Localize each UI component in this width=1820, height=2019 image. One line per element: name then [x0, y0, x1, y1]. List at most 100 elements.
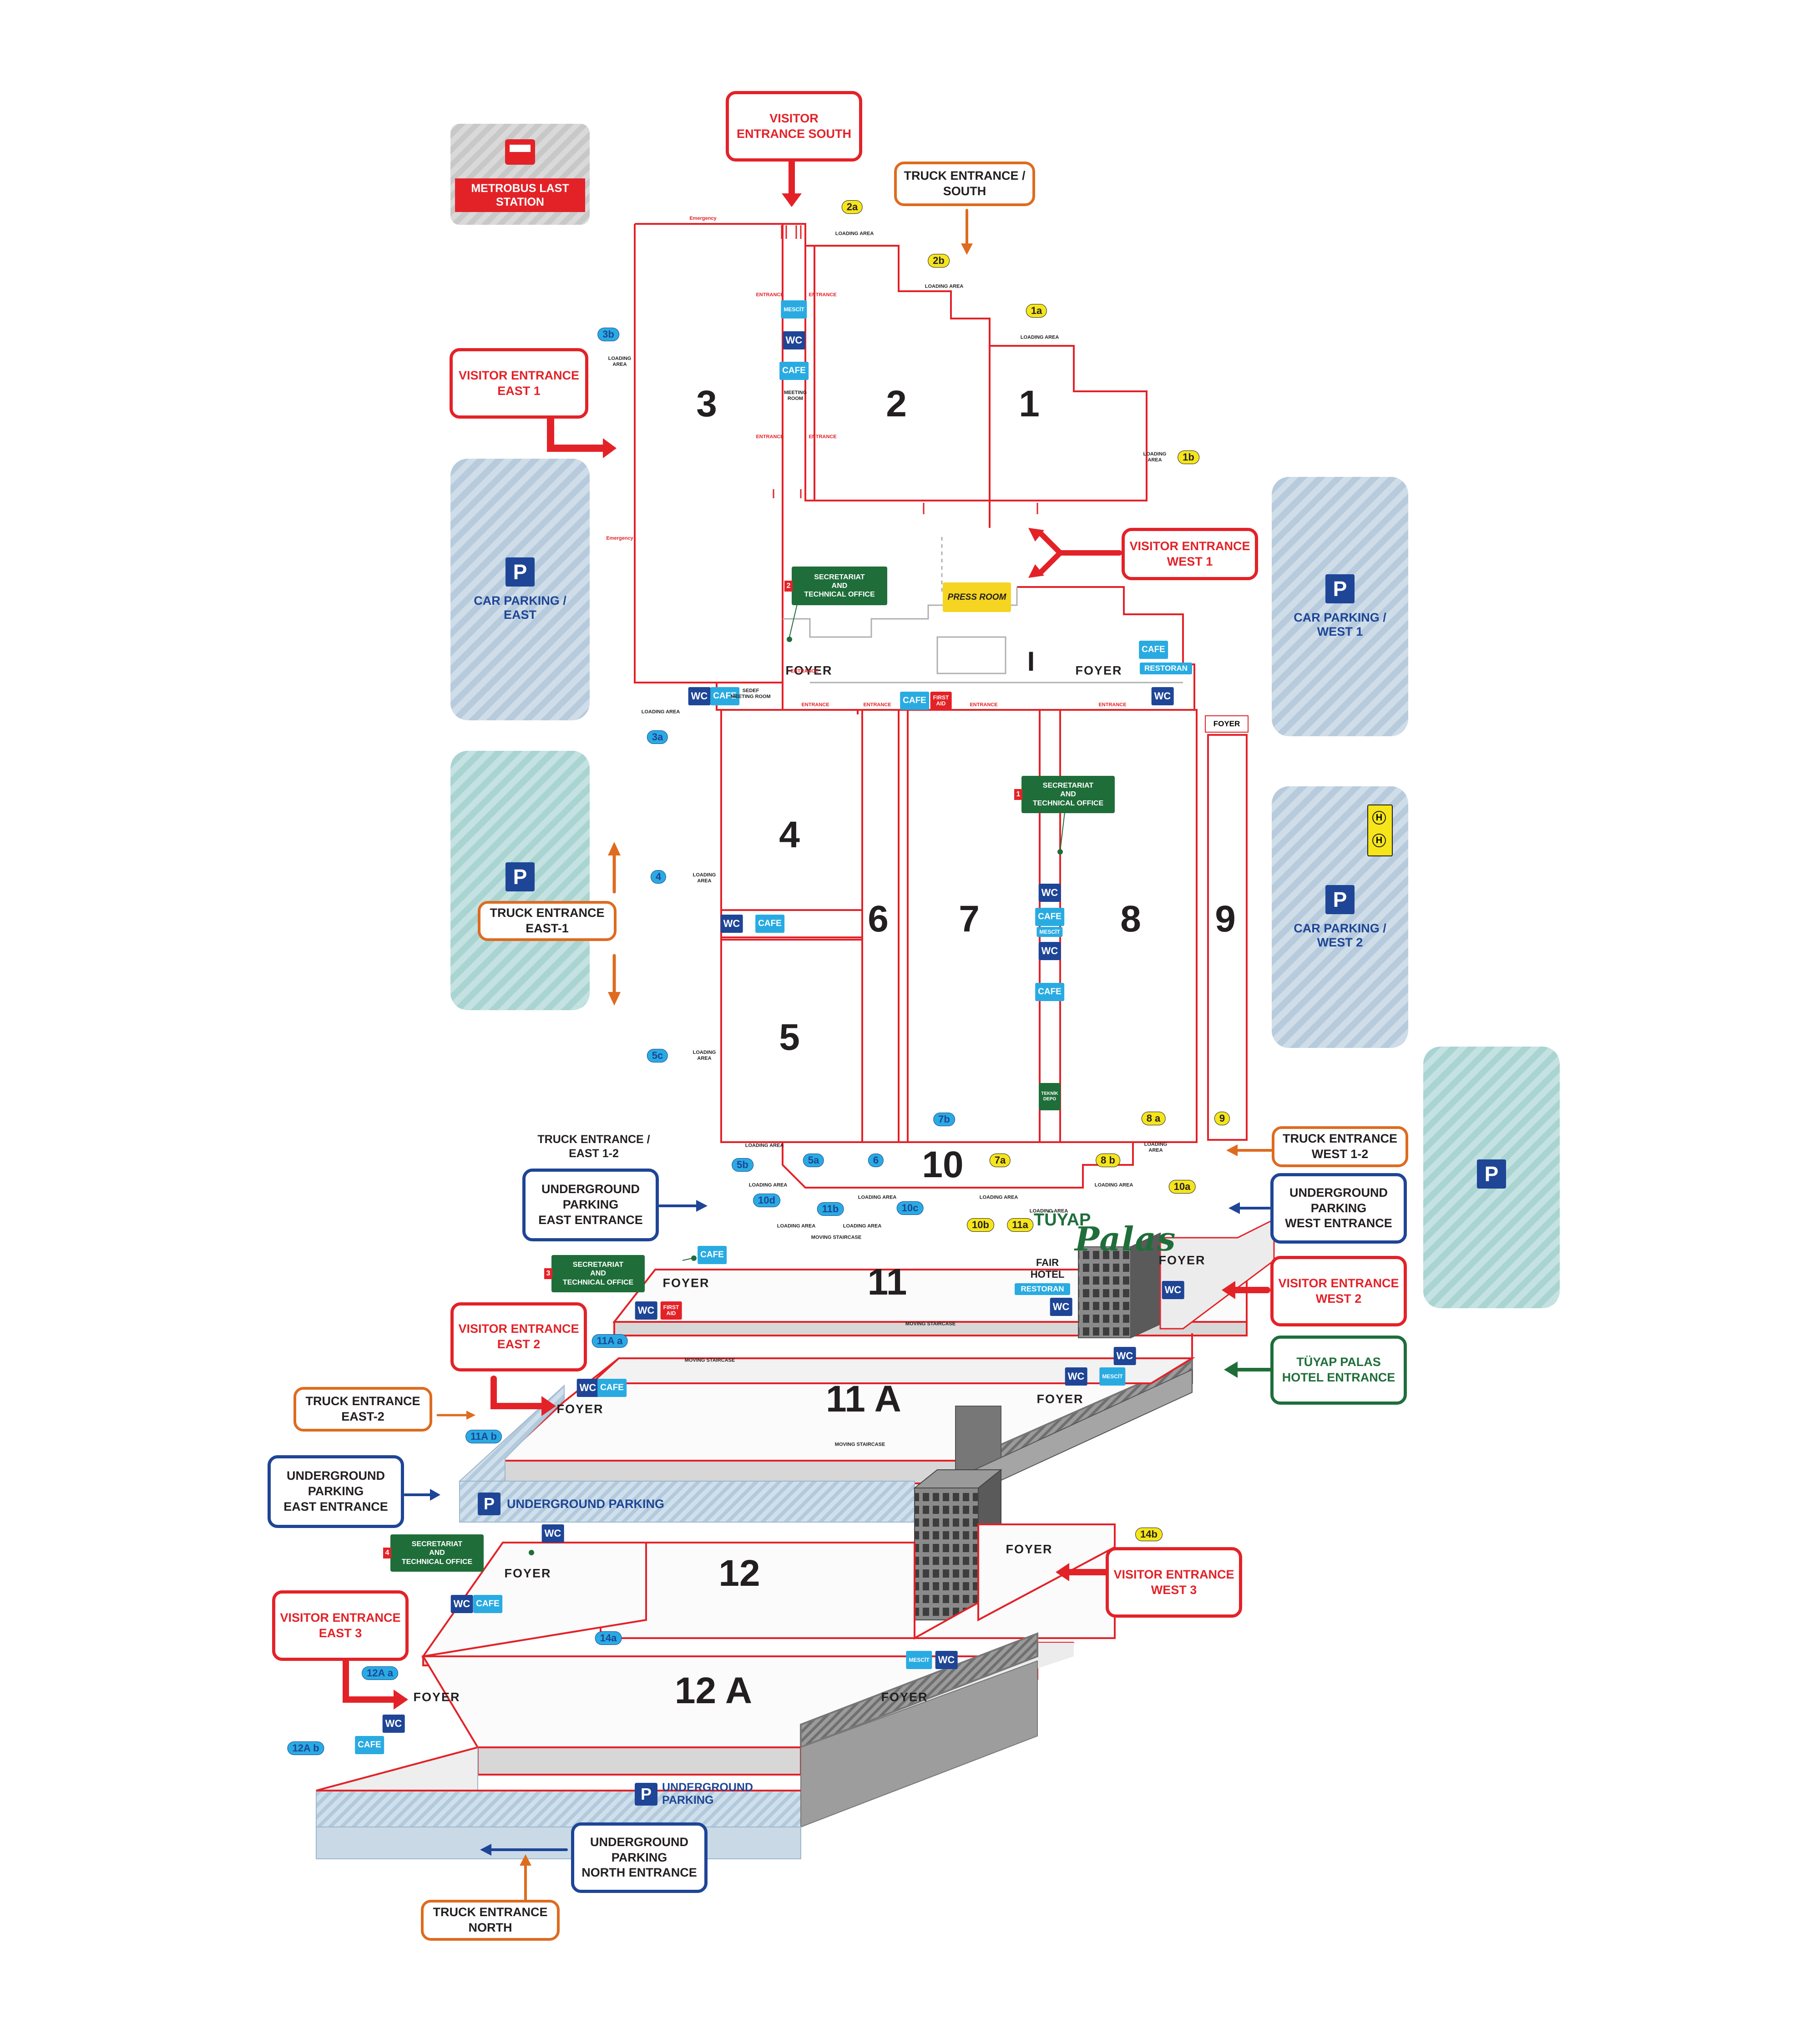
palas-script: Palas	[1075, 1219, 1177, 1258]
secretariat-1[interactable]: 1 SECRETARIAT AND TECHNICAL OFFICE	[1014, 776, 1115, 813]
underground-parking-west-entrance[interactable]: UNDERGROUND PARKING WEST ENTRANCE	[1270, 1173, 1407, 1244]
cafe-badge[interactable]: CAFE	[1035, 983, 1064, 1001]
wc-badge[interactable]: WC	[1050, 1298, 1072, 1316]
wc-badge[interactable]: WC	[1038, 942, 1061, 960]
underground-parking-east-entrance-bottom[interactable]: UNDERGROUND PARKING EAST ENTRANCE	[268, 1455, 404, 1528]
wc-badge[interactable]: WC	[1151, 687, 1174, 705]
secretariat-label: SECRETARIAT AND TECHNICAL OFFICE	[401, 1540, 473, 1566]
secretariat-number: 3	[544, 1268, 552, 1279]
hall-3[interactable]: 3	[696, 383, 717, 425]
truck-entrance-south[interactable]: TRUCK ENTRANCE / SOUTH	[894, 162, 1035, 206]
moving-staircase-label: MOVING STAIRCASE	[811, 1235, 862, 1240]
cafe-badge[interactable]: CAFE	[900, 692, 929, 710]
cafe-badge[interactable]: CAFE	[779, 362, 809, 380]
wc-badge[interactable]: WC	[783, 331, 805, 349]
visitor-entrance-west-3[interactable]: VISITOR ENTRANCE WEST 3	[1106, 1547, 1242, 1618]
underground-parking-east-entrance-top[interactable]: UNDERGROUND PARKING EAST ENTRANCE	[522, 1169, 659, 1241]
wc-badge[interactable]: WC	[720, 915, 743, 933]
secretariat-3[interactable]: 3 SECRETARIAT AND TECHNICAL OFFICE	[544, 1255, 645, 1292]
loading-area-label: LOADING AREA	[925, 283, 964, 289]
truck-entrance-west-1-2[interactable]: TRUCK ENTRANCE WEST 1-2	[1272, 1126, 1408, 1167]
wc-badge[interactable]: WC	[1113, 1347, 1136, 1365]
teknik-depo: TEKNİK DEPO	[1039, 1083, 1061, 1110]
hall-5[interactable]: 5	[779, 1017, 800, 1058]
hall-9[interactable]: 9	[1215, 898, 1236, 940]
wc-badge[interactable]: WC	[1038, 884, 1061, 902]
wc-badge[interactable]: WC	[935, 1651, 958, 1669]
wc-badge[interactable]: WC	[1162, 1281, 1184, 1299]
hall-11[interactable]: 11	[867, 1261, 907, 1303]
first-aid-badge[interactable]: FIRST AID	[930, 692, 952, 710]
truck-entrance-north[interactable]: TRUCK ENTRANCE NORTH	[421, 1900, 560, 1941]
level-11a	[498, 1333, 1196, 1485]
car-parking-west2-label: CAR PARKING / WEST 2	[1294, 921, 1386, 949]
visitor-entrance-east-2[interactable]: VISITOR ENTRANCE EAST 2	[450, 1302, 587, 1371]
cafe-badge[interactable]: CAFE	[698, 1246, 727, 1264]
wc-badge[interactable]: WC	[688, 687, 711, 705]
entrance-label: ENTRANCE	[1098, 702, 1127, 708]
hall-12a[interactable]: 12 A	[674, 1670, 753, 1711]
visitor-entrance-south[interactable]: VISITOR ENTRANCE SOUTH	[726, 91, 862, 162]
wc-badge[interactable]: WC	[541, 1524, 564, 1543]
tuyap-palas-hotel-entrance[interactable]: TÜYAP PALAS HOTEL ENTRANCE	[1270, 1336, 1407, 1405]
wc-badge[interactable]: WC	[382, 1715, 405, 1733]
first-aid-badge[interactable]: FIRST AID	[660, 1301, 682, 1320]
mescit-badge[interactable]: MESCİT	[1099, 1367, 1126, 1386]
cafe-badge[interactable]: CAFE	[755, 915, 784, 933]
cafe-badge[interactable]: CAFE	[710, 687, 739, 705]
cafe-badge[interactable]: CAFE	[1035, 908, 1064, 926]
hall-7[interactable]: 7	[959, 898, 980, 940]
visitor-entrance-west-1[interactable]: VISITOR ENTRANCE WEST 1	[1122, 528, 1258, 580]
cafe-badge[interactable]: CAFE	[1139, 641, 1168, 659]
sedef-meeting-room-label: SEDEF MEETING ROOM	[731, 688, 771, 699]
car-parking-east: P CAR PARKING / EAST	[450, 459, 590, 720]
secretariat-2[interactable]: 2 SECRETARIAT AND TECHNICAL OFFICE	[784, 567, 887, 605]
entrance-label: ENTRANCE	[756, 292, 784, 298]
hall-10[interactable]: 10	[922, 1144, 964, 1185]
car-parking-west1-label: CAR PARKING / WEST 1	[1294, 611, 1386, 638]
loading-tag-1a: 1a	[1026, 304, 1047, 318]
truck-entrance-east-2[interactable]: TRUCK ENTRANCE EAST-2	[293, 1387, 432, 1432]
cafe-badge[interactable]: CAFE	[355, 1736, 384, 1754]
cafe-badge[interactable]: CAFE	[473, 1595, 502, 1613]
hall-11a[interactable]: 11 A	[826, 1378, 901, 1420]
hall-1[interactable]: 1	[1019, 383, 1040, 425]
hall-I[interactable]: I	[1027, 646, 1035, 677]
helipad-icon: H	[1372, 834, 1386, 847]
hall-2[interactable]: 2	[886, 383, 907, 425]
parking-far-west: P	[1423, 1047, 1560, 1308]
wc-badge[interactable]: WC	[576, 1379, 599, 1397]
foyer-label: FOYER	[1075, 663, 1122, 678]
hall-12[interactable]: 12	[718, 1553, 760, 1594]
mescit-badge[interactable]: MESCİT	[781, 300, 807, 319]
visitor-entrance-east-1[interactable]: VISITOR ENTRANCE EAST 1	[450, 348, 588, 419]
hall-6[interactable]: 6	[868, 898, 889, 940]
entrance-label: ENTRANCE	[809, 434, 837, 440]
wc-badge[interactable]: WC	[635, 1301, 657, 1320]
mescit-badge[interactable]: MESCİT	[1036, 927, 1063, 937]
secretariat-4[interactable]: 4 SECRETARIAT AND TECHNICAL OFFICE	[383, 1534, 484, 1572]
loading-tag-11A-b: 11A b	[465, 1430, 502, 1443]
hall-8[interactable]: 8	[1120, 898, 1141, 940]
loading-area-label: LOADING AREA	[858, 1194, 897, 1200]
cafe-badge[interactable]: CAFE	[597, 1379, 627, 1397]
parking-icon: P	[478, 1493, 500, 1515]
loading-tag-14b: 14b	[1135, 1528, 1163, 1541]
restoran-label[interactable]: RESTORAN	[1015, 1283, 1070, 1295]
mescit-badge[interactable]: MESCİT	[906, 1651, 932, 1669]
wc-badge[interactable]: WC	[1065, 1367, 1087, 1386]
loading-tag-10d: 10d	[753, 1194, 780, 1207]
secretariat-number: 1	[1014, 789, 1022, 800]
press-room[interactable]: PRESS ROOM	[943, 582, 1011, 612]
loading-tag-11A-a: 11A a	[592, 1334, 628, 1348]
underground-parking-north-entrance[interactable]: UNDERGROUND PARKING NORTH ENTRANCE	[571, 1822, 708, 1893]
visitor-entrance-east-3[interactable]: VISITOR ENTRANCE EAST 3	[272, 1590, 409, 1661]
restoran-label[interactable]: RESTORAN	[1140, 663, 1192, 674]
wc-badge[interactable]: WC	[450, 1595, 473, 1613]
visitor-entrance-west-2[interactable]: VISITOR ENTRANCE WEST 2	[1270, 1256, 1407, 1326]
loading-tag-5c: 5c	[647, 1049, 668, 1063]
truck-entrance-east-1-2[interactable]: TRUCK ENTRANCE / EAST 1-2	[523, 1128, 664, 1165]
truck-entrance-east-1[interactable]: TRUCK ENTRANCE EAST-1	[478, 901, 617, 941]
hall-4[interactable]: 4	[779, 814, 800, 855]
